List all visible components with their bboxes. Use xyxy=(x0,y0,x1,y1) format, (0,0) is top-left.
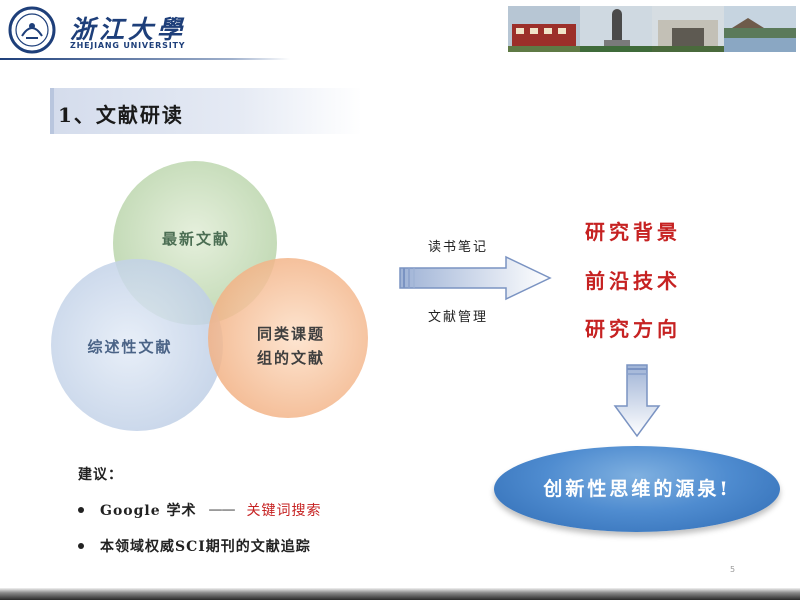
venn-circle-left xyxy=(51,259,223,431)
outcome-research-background: 研究背景 xyxy=(585,220,681,244)
section-title-bar xyxy=(50,88,362,134)
venn-label-peer-line1: 同类课题 xyxy=(256,325,325,343)
venn-diagram xyxy=(51,161,368,431)
header-divider xyxy=(0,58,290,60)
outcome-frontier-technology: 前沿技术 xyxy=(585,269,681,293)
bullet-icon xyxy=(78,543,84,549)
venn-label-latest: 最新文献 xyxy=(161,230,230,248)
venn-label-peer-line2: 组的文献 xyxy=(256,349,325,367)
suggestion-item-sci: 本领域权威SCI期刊的文献追踪 xyxy=(78,536,311,556)
university-logo: 浙江大學 ZHEJIANG UNIVERSITY xyxy=(8,6,258,56)
reading-notes-label: 读书笔记 xyxy=(428,240,489,255)
right-arrow-icon xyxy=(399,255,552,301)
suggestion-keyword-search: 关键词搜索 xyxy=(246,503,322,519)
bottom-edge xyxy=(0,588,800,600)
suggestions-title: 建议： xyxy=(78,467,123,483)
suggestion-google-text: Google 学术 xyxy=(100,503,197,519)
section-title: 1、文献研读 xyxy=(58,103,184,127)
suggestion-item-google: Google 学术 —— 关键词搜索 xyxy=(78,500,322,520)
innovation-source-text: 创新性思维的源泉! xyxy=(543,478,731,500)
page-number: 5 xyxy=(730,565,736,574)
campus-photo-strip xyxy=(508,6,796,52)
venn-label-review: 综述性文献 xyxy=(87,338,173,356)
bullet-icon xyxy=(78,507,84,513)
university-name-cn: 浙江大學 xyxy=(70,15,187,44)
venn-circle-right xyxy=(208,258,368,418)
down-arrow-icon xyxy=(613,364,661,438)
literature-management-label: 文献管理 xyxy=(428,310,489,325)
university-seal-icon xyxy=(8,6,56,54)
venn-label-peer-groups: 同类课题 组的文献 xyxy=(226,322,356,370)
suggestion-sci-text: 本领域权威SCI期刊的文献追踪 xyxy=(100,539,311,555)
outcome-research-direction: 研究方向 xyxy=(585,317,681,341)
university-name-en: ZHEJIANG UNIVERSITY xyxy=(70,41,186,50)
suggestion-dash: —— xyxy=(208,502,236,518)
innovation-source-ellipse xyxy=(494,446,780,532)
